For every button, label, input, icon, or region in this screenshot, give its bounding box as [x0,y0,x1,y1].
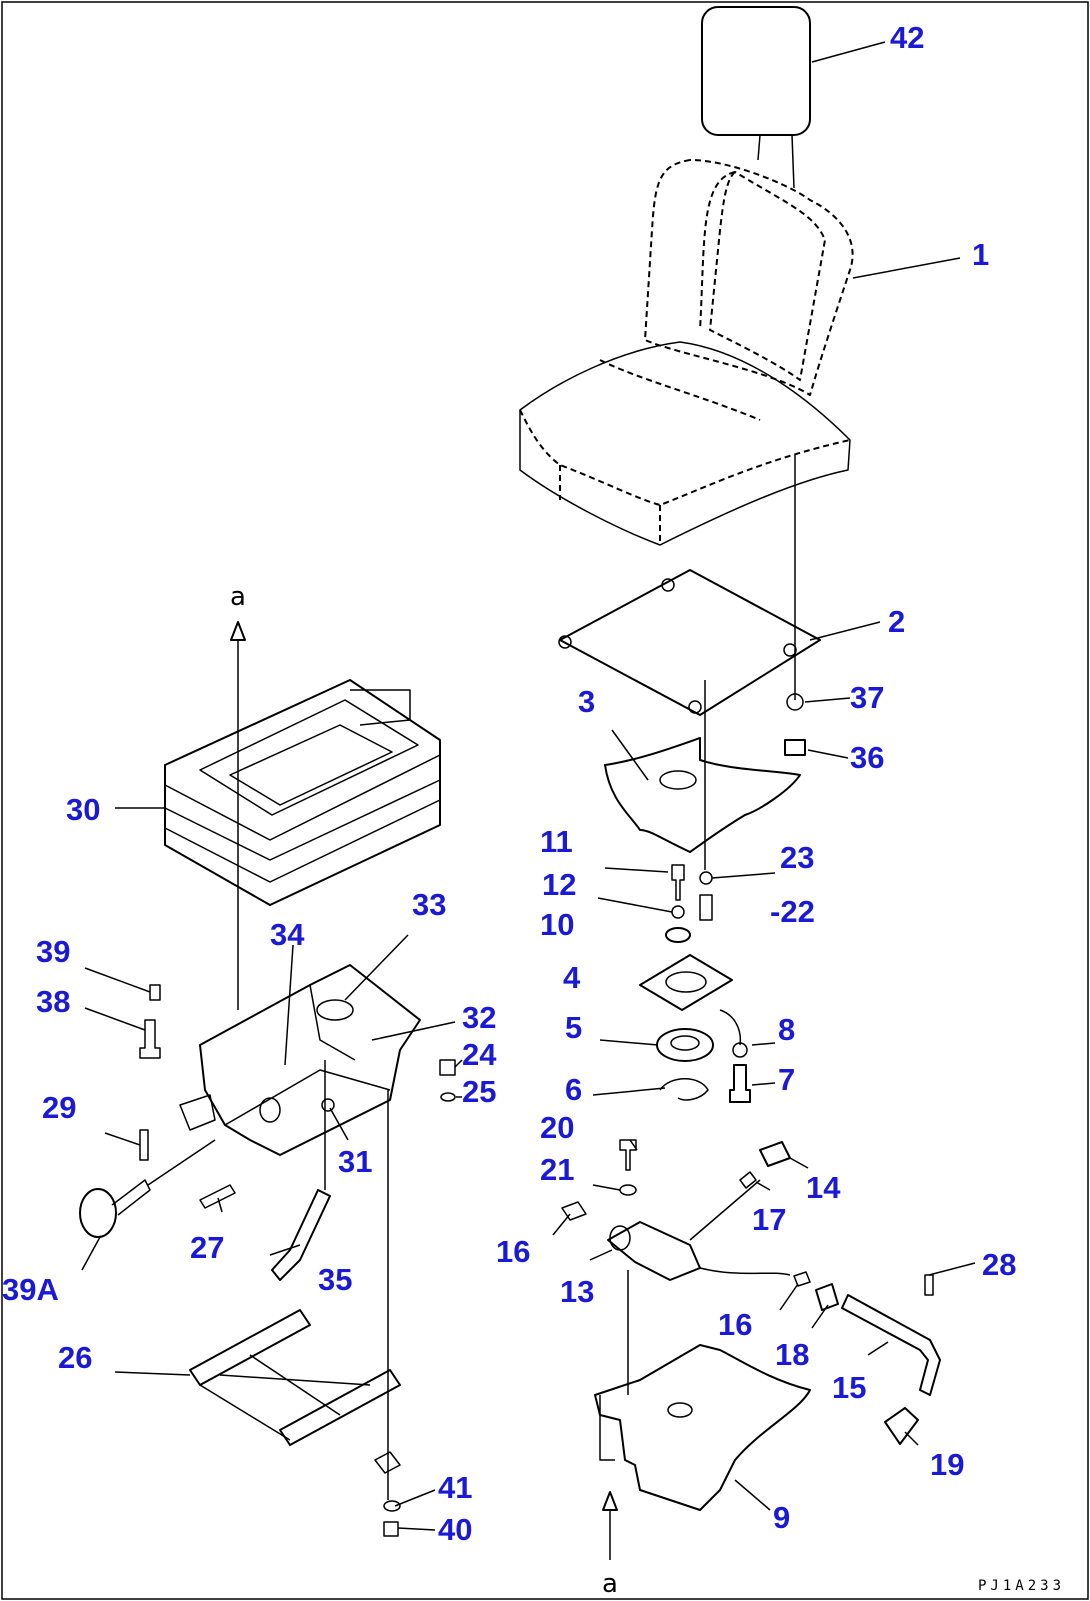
callout-37: 37 [850,680,884,715]
callout-10: 10 [540,907,574,942]
callout-31: 31 [338,1144,372,1179]
washer-12 [671,905,685,919]
callout-16b: 16 [718,1307,752,1342]
assembly-lines [147,455,796,1560]
seat-top-plate [558,569,821,716]
callout-16a: 16 [496,1234,530,1269]
callout-18: 18 [775,1337,809,1372]
callout-27: 27 [190,1230,224,1265]
washer-8 [732,1042,748,1058]
leader-lines [81,41,976,1531]
shock-absorber-35 [271,1189,331,1281]
bolt-20 [619,1139,637,1171]
callout-30: 30 [66,792,100,827]
callout-38: 38 [36,984,70,1019]
callout-25: 25 [462,1074,496,1109]
callout-21: 21 [540,1152,574,1187]
callout-11: 11 [540,824,573,859]
nut-40 [383,1521,399,1537]
callout-7: 7 [778,1062,795,1097]
bearing [656,1028,714,1062]
callout-labels: 42 1 2 37 3 36 11 23 12 -22 10 4 8 5 7 6… [2,20,1016,1547]
callout-40: 40 [438,1512,472,1547]
callout-22: -22 [770,894,815,929]
callout-33: 33 [412,887,446,922]
bushing-16a [561,1201,587,1221]
callout-3: 3 [578,684,595,719]
callout-32: 32 [462,1000,496,1035]
washer-23 [699,871,713,885]
washer-25 [440,1092,456,1102]
callout-42: 42 [890,20,924,55]
callout-1: 1 [972,237,989,272]
bearing-bracket [639,954,733,1011]
knob-39A [79,1179,151,1238]
callout-2: 2 [888,604,905,639]
reference-mark-bottom: a [602,1569,618,1599]
callout-26: 26 [58,1340,92,1375]
lock-housing [607,1221,701,1281]
bolt-22 [699,894,713,921]
bushing-16b [793,1271,811,1287]
nut-24 [439,1059,456,1076]
suspension-bellows [164,679,441,906]
callout-15: 15 [832,1370,866,1405]
lever-15 [841,1294,941,1396]
callout-12: 12 [542,867,576,902]
plate-41 [374,1451,401,1474]
pin-17 [739,1171,757,1189]
callout-6: 6 [565,1072,582,1107]
bolt-11 [671,864,685,901]
callout-39: 39 [36,934,70,969]
suspension-body [179,964,421,1156]
arrow-up-top [230,621,246,641]
callout-5: 5 [565,1010,582,1045]
pin-27 [199,1184,236,1209]
seat-cushion [519,159,854,546]
bolt-38 [139,1019,161,1059]
callout-35: 35 [318,1262,352,1297]
callout-14: 14 [806,1170,841,1205]
callout-9: 9 [773,1500,790,1535]
callout-8: 8 [778,1012,795,1047]
callout-4: 4 [563,960,581,995]
callout-39A: 39A [2,1272,59,1307]
callout-28: 28 [982,1247,1016,1282]
callout-29: 29 [42,1090,76,1125]
callout-23: 23 [780,840,814,875]
washer-21 [619,1184,637,1196]
snap-ring [659,1078,709,1101]
swivel-plate [604,737,801,853]
callout-20: 20 [540,1110,574,1145]
drawing-code: PJ1A233 [978,1578,1065,1594]
callout-36: 36 [850,740,884,775]
headrest [701,6,811,189]
pin-28 [924,1274,934,1296]
washer-10 [665,927,691,943]
callout-24: 24 [462,1037,497,1072]
pin-29 [139,1129,149,1161]
nut-36 [784,739,806,756]
collar-14 [759,1141,791,1167]
slide-rail [189,1309,401,1446]
bolt-7 [729,1064,751,1103]
spring-18 [815,1283,839,1311]
pin-39 [149,984,161,1001]
callout-19: 19 [930,1447,964,1482]
callout-41: 41 [438,1470,472,1505]
base-bracket [594,1344,811,1511]
callout-13: 13 [560,1274,594,1309]
grip-19 [884,1407,919,1445]
arrow-up-bottom [602,1491,618,1511]
washer-41 [383,1500,401,1512]
reference-mark-top: a [230,582,246,612]
callout-17: 17 [752,1202,786,1237]
callout-34: 34 [270,917,305,952]
